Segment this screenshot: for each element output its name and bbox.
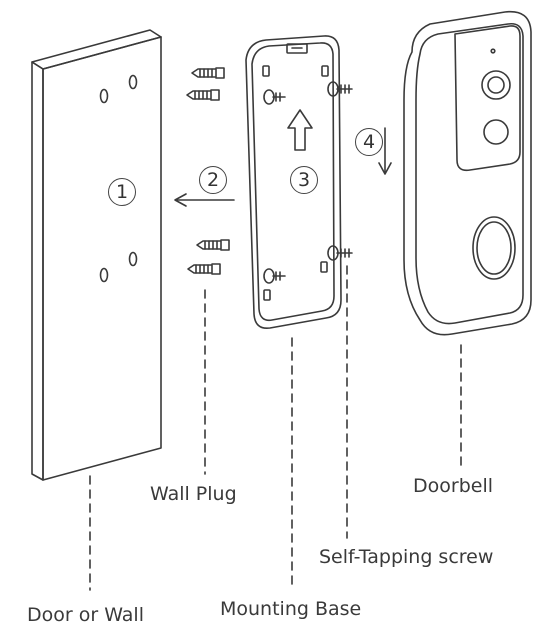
step-4-marker: 4 [355, 128, 383, 156]
doorbell-button-ring [476, 221, 512, 275]
wall-plug-top-2 [186, 89, 220, 101]
step-3-marker: 3 [290, 166, 318, 194]
top-slot [286, 43, 308, 54]
camera-panel [454, 25, 521, 172]
door-or-wall-panel [31, 29, 162, 481]
wall-hole [99, 267, 109, 283]
screw-top-right [327, 81, 353, 97]
label-wall-plug: Wall Plug [150, 483, 237, 505]
label-doorbell: Doorbell [413, 475, 493, 497]
label-door-or-wall: Door or Wall [27, 604, 144, 626]
wall-plug-bottom-2 [187, 263, 221, 275]
mounting-base [245, 35, 342, 330]
up-arrow-icon [287, 109, 313, 151]
doorbell-device [403, 10, 532, 336]
sensor-window [483, 119, 509, 145]
screw-bottom-right [327, 245, 353, 261]
wall-plug-top-1 [191, 67, 225, 79]
label-self-tapping-screw: Self-Tapping screw [319, 546, 494, 568]
wall-hole [128, 251, 138, 267]
step-1-marker: 1 [108, 178, 136, 206]
wall-hole [128, 74, 138, 90]
camera-lens-inner [487, 76, 505, 94]
wall-plug-bottom-1 [196, 239, 230, 251]
leader-lines [89, 265, 462, 591]
step-2-marker: 2 [199, 166, 227, 194]
camera-lens-outer [481, 70, 511, 100]
step-2-arrow [174, 193, 235, 207]
status-led [490, 48, 496, 54]
doorbell-button [472, 216, 516, 280]
screw-bottom-left [263, 268, 286, 284]
wall-hole [99, 88, 109, 104]
label-mounting-base: Mounting Base [220, 598, 362, 620]
step-4-arrow [378, 127, 392, 175]
screw-top-left [263, 89, 286, 105]
